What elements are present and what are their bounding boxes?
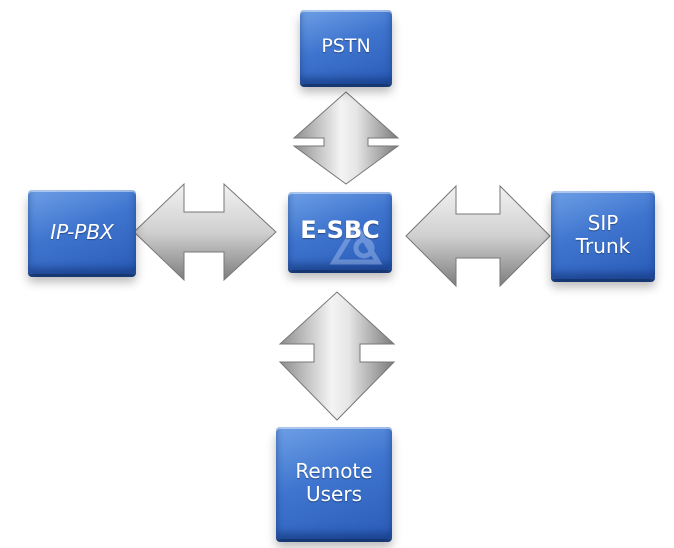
pstn-node: PSTN — [300, 10, 392, 84]
remote-users-label-line-2: Users — [305, 482, 362, 506]
remote-users-label-line-1: Remote — [295, 459, 373, 483]
pstn-label: PSTN — [321, 35, 371, 58]
sip-trunk-label-line-1: SIP — [587, 211, 619, 235]
ip-pbx-label: IP-PBX — [50, 219, 114, 244]
sip-trunk-label-line-2: Trunk — [575, 234, 631, 258]
ip-pbx-node: IP-PBX — [28, 190, 136, 274]
e-sbc-label: E-SBC — [300, 216, 380, 245]
remote-users-node: Remote Users — [276, 427, 392, 539]
arrow-ippbx-esbc — [133, 182, 277, 282]
sip-trunk-node: SIP Trunk — [551, 191, 655, 279]
arrow-esbc-remote-users — [278, 291, 396, 421]
arrow-esbc-sip-trunk — [405, 184, 551, 288]
e-sbc-node: E-SBC — [288, 192, 392, 270]
e-sbc-watermark-icon — [329, 221, 383, 265]
arrow-esbc-pstn — [292, 91, 400, 185]
